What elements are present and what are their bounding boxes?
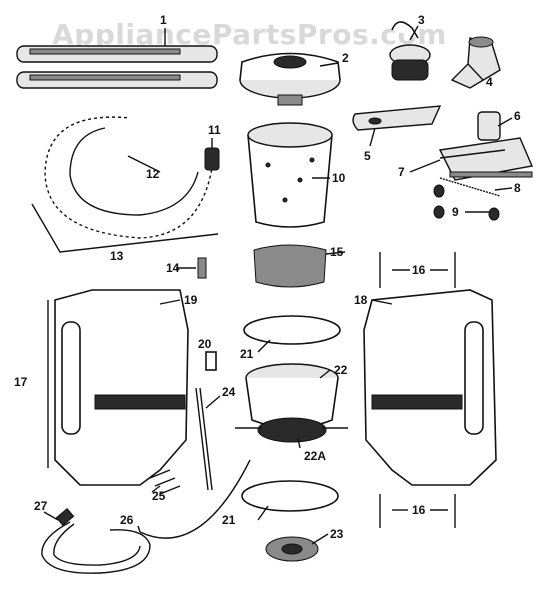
- callout-14: 14: [166, 261, 180, 275]
- callout-7: 7: [398, 165, 405, 179]
- part-housing-right: [363, 289, 497, 486]
- callout-27: 27: [34, 499, 48, 513]
- part-hose: [31, 114, 220, 253]
- callout-2: 2: [342, 51, 349, 65]
- part-canister: [247, 122, 333, 228]
- callout-19: 19: [184, 293, 198, 307]
- callout-21-lower: 21: [222, 513, 236, 527]
- part-wiring: [139, 387, 251, 539]
- callout-11: 11: [208, 123, 221, 137]
- part-screen: [265, 536, 319, 562]
- callout-5: 5: [364, 149, 371, 163]
- callout-13: 13: [110, 249, 124, 263]
- callout-18: 18: [354, 293, 368, 307]
- part-brush-strips: [439, 149, 506, 197]
- callout-6: 6: [514, 109, 521, 123]
- part-filter: [253, 244, 327, 288]
- callout-16-bottom: 16: [412, 503, 426, 517]
- callout-20: 20: [198, 337, 212, 351]
- part-crevice-tool: [352, 105, 442, 131]
- callout-16-top: 16: [412, 263, 426, 277]
- callout-25: 25: [152, 489, 166, 503]
- leader-lines: [43, 25, 513, 545]
- part-power-cord: [41, 507, 151, 574]
- callout-1: 1: [160, 13, 167, 27]
- callout-22: 22: [334, 363, 348, 377]
- part-switch: [205, 351, 217, 371]
- callout-17: 17: [14, 375, 28, 389]
- part-screws: [379, 252, 456, 528]
- part-dusting-brush: [389, 21, 431, 81]
- part-gasket-upper: [243, 315, 341, 345]
- callout-15: 15: [330, 245, 344, 259]
- callout-9: 9: [452, 205, 459, 219]
- callout-4: 4: [486, 75, 493, 89]
- callout-21-upper: 21: [240, 347, 254, 361]
- callout-3: 3: [418, 13, 425, 27]
- part-motor: [235, 363, 348, 443]
- callout-10: 10: [332, 171, 346, 185]
- callout-12: 12: [146, 167, 160, 181]
- callout-8: 8: [514, 181, 521, 195]
- part-housing-left: [47, 289, 189, 486]
- part-floor-tool: [438, 111, 533, 181]
- part-wand-tubes: [16, 45, 218, 89]
- part-clip: [197, 257, 207, 279]
- callout-24: 24: [222, 385, 236, 399]
- part-upholstery-nozzle: [450, 36, 501, 89]
- callout-22A: 22A: [304, 449, 326, 463]
- part-gasket-lower: [241, 480, 339, 512]
- callout-23: 23: [330, 527, 344, 541]
- callout-labels: 1 2 3 4 5 6 7 8 9 10 11 12 13 14 15 16 1…: [14, 13, 521, 541]
- part-lid: [239, 52, 341, 106]
- part-wheels: [433, 184, 500, 221]
- callout-26: 26: [120, 513, 134, 527]
